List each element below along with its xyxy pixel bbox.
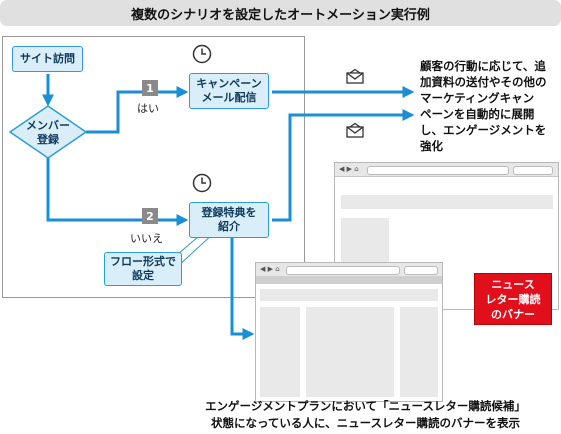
bottom-note-line1: エンゲージメントプランにおいて「ニュースレター購読候補」 — [205, 399, 526, 413]
branch-yes-label: はい — [137, 102, 159, 115]
branch-no-label: いいえ — [130, 232, 163, 245]
member-decision-line1: メンバー — [26, 119, 70, 132]
campaign-mail-node: キャンペーン メール配信 — [189, 73, 269, 109]
clock-icon — [192, 173, 212, 193]
description-line3: マーケティングキャン — [420, 91, 535, 105]
browser-front-nav-icons: ◀ ▶ ⌂ — [260, 265, 280, 273]
newsletter-banner[interactable]: ニュース レター購読 のバナー — [474, 273, 552, 325]
registration-bonus-node: 登録特典を 紹介 — [189, 202, 269, 238]
registration-bonus-line2: 紹介 — [218, 220, 240, 233]
description-line5: し、エンゲージメントを — [420, 123, 547, 137]
arrow-member-yes — [86, 86, 189, 134]
description-line1: 顧客の行動に応じて、追 — [420, 59, 546, 73]
arrow-bonus-to-desc — [272, 109, 415, 222]
banner-line2: レター購読 — [485, 292, 541, 306]
member-decision-label: メンバー 登録 — [22, 119, 74, 147]
browser-front-toolbar: ◀ ▶ ⌂ — [256, 263, 442, 277]
bottom-note: エンゲージメントプランにおいて「ニュースレター購読候補」 状態になっている人に、… — [170, 398, 561, 432]
flow-format-line2: 設定 — [132, 269, 154, 282]
member-decision-line2: 登録 — [37, 132, 59, 146]
campaign-mail-line1: キャンペーン — [196, 77, 262, 91]
browser-back-url-bar — [367, 166, 509, 175]
clock-icon — [192, 44, 212, 64]
description-line6: 強化 — [420, 139, 443, 153]
browser-mockup-front: ◀ ▶ ⌂ — [255, 262, 443, 402]
banner-line3: のバナー — [491, 307, 535, 321]
site-visit-label: サイト訪問 — [20, 52, 75, 66]
browser-front-header-block — [260, 289, 438, 301]
browser-back-toolbar: ◀ ▶ ⌂ — [335, 163, 558, 177]
automation-description: 顧客の行動に応じて、追 加資料の送付やその他の マーケティングキャン ペーンを自… — [420, 58, 560, 154]
banner-line1: ニュース — [491, 277, 535, 291]
envelope-icon — [346, 122, 364, 138]
site-visit-node: サイト訪問 — [12, 46, 83, 72]
step-badge-1-text: 1 — [146, 81, 154, 95]
browser-front-nav-strip — [256, 276, 442, 284]
description-line4: ペーンを自動的に展開 — [420, 107, 535, 121]
browser-front-url-bar — [286, 266, 400, 275]
step-badge-1: 1 — [142, 80, 158, 96]
flow-format-callout: フロー形式で 設定 — [104, 252, 182, 286]
browser-back-header-block — [341, 195, 553, 209]
browser-back-nav-icons: ◀ ▶ ⌂ — [339, 165, 359, 173]
description-line2: 加資料の送付やその他の — [420, 75, 547, 89]
arrow-bonus-to-browser — [230, 236, 255, 340]
step-badge-2-text: 2 — [146, 209, 154, 223]
bottom-note-line2: 状態になっている人に、ニュースレター購読のバナーを表示 — [210, 416, 520, 430]
callout-pointer-b — [177, 232, 215, 267]
member-decision-diamond — [8, 105, 88, 159]
flow-format-line1: フロー形式で — [110, 255, 176, 269]
diagram-title: 複数のシナリオを設定したオートメーション実行例 — [0, 0, 561, 26]
browser-front-right-column — [400, 307, 438, 397]
diagram-title-text: 複数のシナリオを設定したオートメーション実行例 — [131, 7, 430, 23]
campaign-mail-line2: メール配信 — [201, 91, 257, 104]
step-badge-2: 2 — [142, 208, 158, 224]
arrow-member-no — [46, 156, 189, 226]
registration-bonus-line1: 登録特典を — [201, 206, 257, 220]
browser-front-search-bar — [404, 266, 438, 275]
browser-front-left-column — [260, 307, 300, 397]
envelope-icon — [346, 68, 364, 84]
browser-back-search-bar — [513, 166, 553, 175]
browser-front-main-column — [306, 307, 394, 397]
